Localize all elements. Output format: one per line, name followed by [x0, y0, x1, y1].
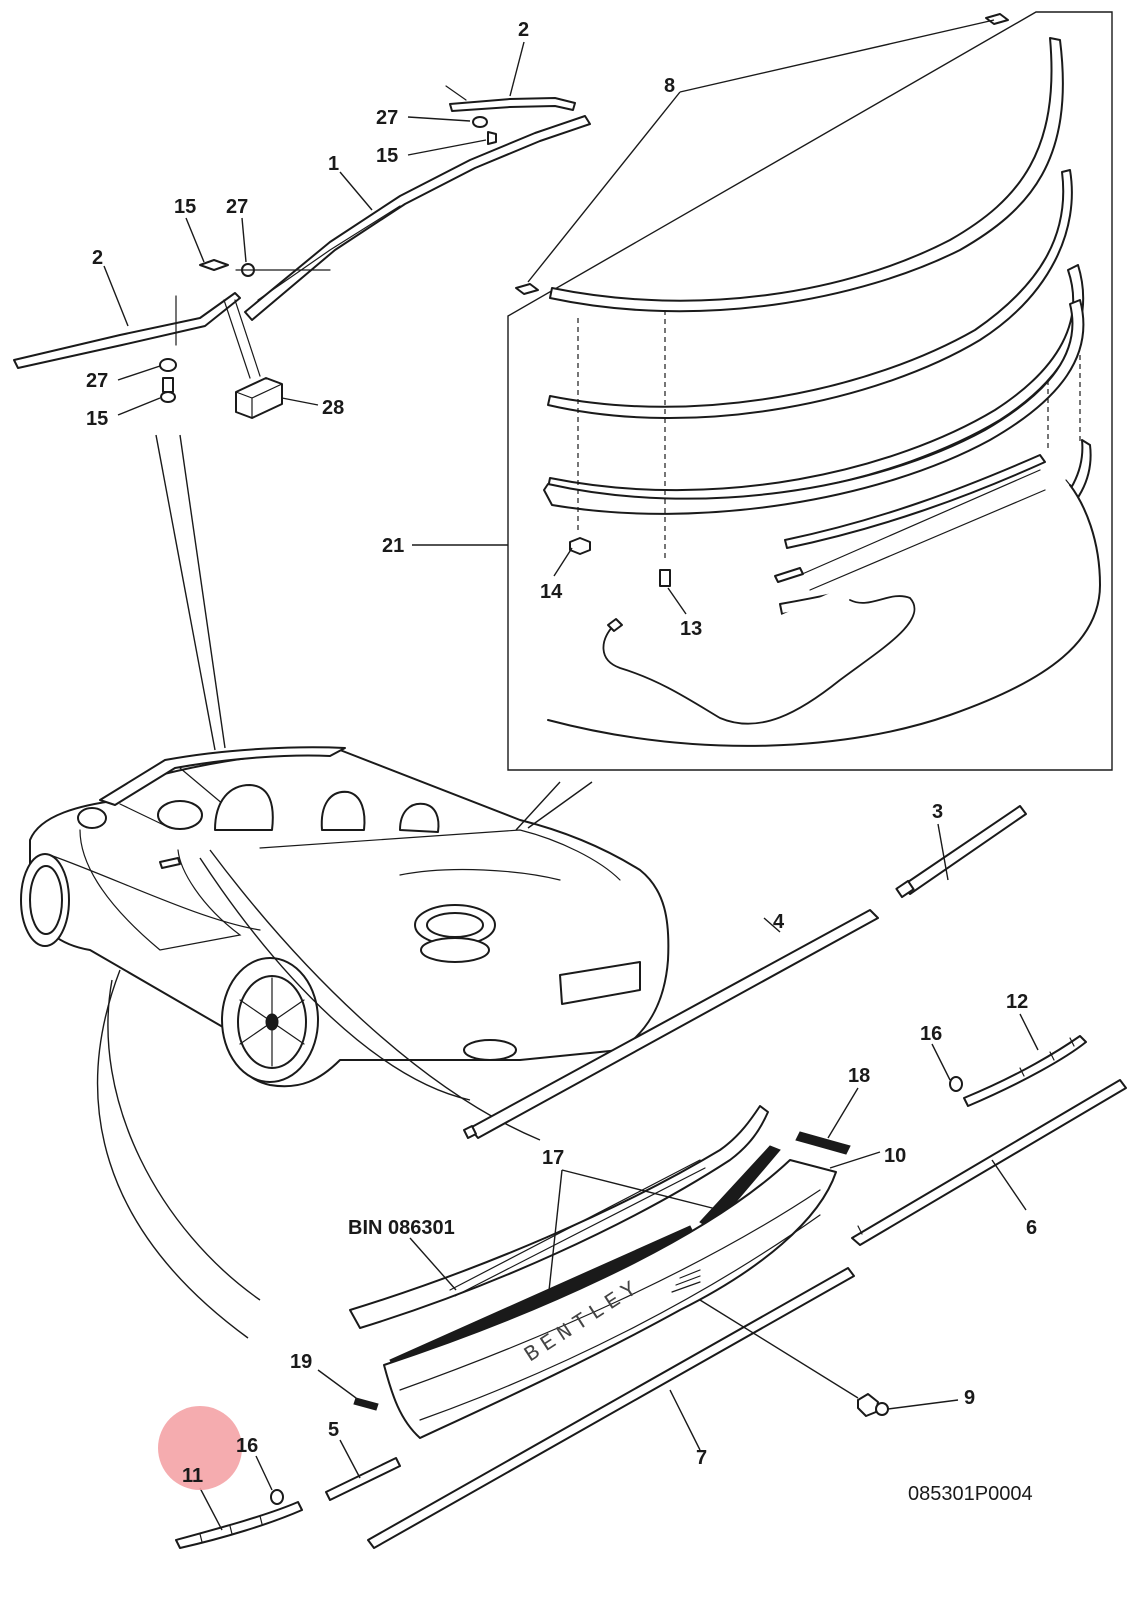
label-5: 5	[328, 1419, 339, 1441]
label-15-left: 15	[174, 196, 196, 218]
windshield-trim-group	[13, 85, 591, 419]
leaders-top-left	[103, 41, 525, 416]
label-21: 21	[382, 535, 404, 557]
label-3: 3	[932, 801, 943, 823]
label-11: 11	[182, 1465, 203, 1487]
label-9: 9	[964, 1387, 975, 1409]
label-14: 14	[540, 581, 563, 603]
bin-note: BIN 086301	[348, 1217, 455, 1239]
sill-plate-group	[175, 1105, 889, 1549]
label-15-top: 15	[376, 145, 398, 167]
label-7: 7	[696, 1447, 707, 1469]
label-27-top: 27	[376, 107, 398, 129]
label-16-left: 16	[236, 1435, 258, 1457]
label-12: 12	[1006, 991, 1028, 1013]
highlight-marker	[158, 1406, 242, 1490]
label-8: 8	[664, 75, 675, 97]
callout-labels: 2 8 27 15 1 15 27 2 27 28 15 21 14 13 3 …	[86, 19, 1037, 1505]
label-16-right: 16	[920, 1023, 942, 1045]
drawing-reference: 085301P0004	[908, 1483, 1033, 1505]
label-27-bottom: 27	[86, 370, 108, 392]
label-1: 1	[328, 153, 339, 175]
label-28: 28	[322, 397, 344, 419]
label-19: 19	[290, 1351, 312, 1373]
label-17: 17	[542, 1147, 564, 1169]
leaders-bottom	[199, 823, 1039, 1531]
label-15-bottom: 15	[86, 408, 108, 430]
label-13: 13	[680, 618, 702, 640]
label-2-left: 2	[92, 247, 103, 269]
inset-box-21	[507, 11, 1113, 771]
label-27-left: 27	[226, 196, 248, 218]
label-4: 4	[773, 911, 785, 933]
car-illustration	[20, 746, 670, 1088]
label-10: 10	[884, 1145, 906, 1167]
label-18: 18	[848, 1065, 870, 1087]
label-6: 6	[1026, 1217, 1037, 1239]
leaders-inset	[155, 19, 995, 751]
sill-trims-right	[463, 805, 1127, 1246]
label-2-top: 2	[518, 19, 529, 41]
